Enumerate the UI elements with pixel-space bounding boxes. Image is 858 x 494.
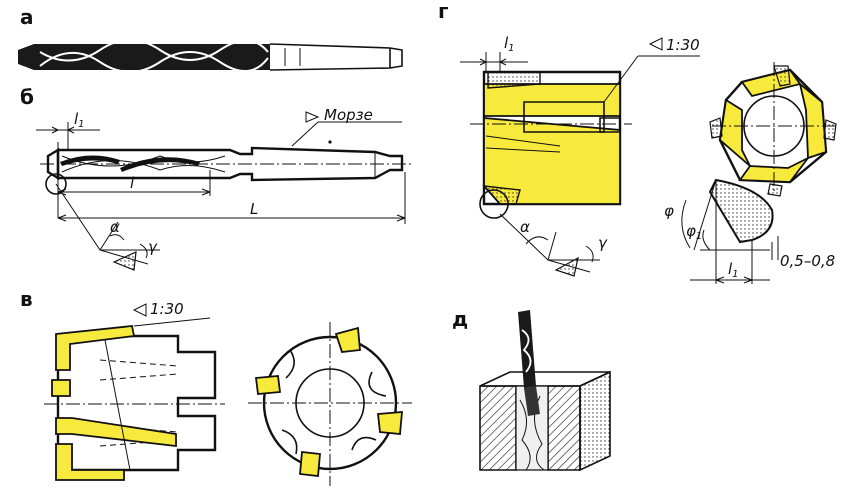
alpha-label: α	[110, 218, 120, 236]
panel-d-reamer	[518, 310, 540, 416]
panel-g-label: г	[438, 0, 448, 23]
gamma-label: γ	[148, 238, 158, 256]
panel-v-end-view	[248, 322, 412, 486]
panel-b-label: б	[20, 85, 34, 109]
panel-d-workpiece	[479, 370, 611, 472]
panel-g-alpha-label: α	[520, 218, 530, 236]
panel-d-label: д	[452, 307, 468, 331]
panel-v-side-view	[44, 303, 225, 481]
dim-L-label: L	[250, 200, 258, 218]
panel-g-l1-label: l1	[504, 34, 515, 54]
morse-taper-label: Морзе	[324, 106, 373, 124]
panel-g-tooth-detail	[681, 178, 779, 284]
panel-g-side-view	[460, 37, 700, 277]
panel-g-taper-label: 1:30	[666, 36, 700, 54]
range-label: 0,5–0,8	[780, 252, 835, 270]
panel-v-taper-label: 1:30	[150, 300, 184, 318]
panel-b-drawing	[36, 111, 412, 271]
panel-a-label: а	[20, 5, 34, 29]
dim-l1-label: l1	[74, 110, 85, 130]
phi1-label: φ1	[686, 222, 702, 242]
panel-g-l1b-label: l1	[728, 260, 739, 280]
panel-g-end-view	[709, 62, 837, 197]
panel-v-label: в	[20, 287, 33, 311]
phi-label: φ	[664, 202, 674, 220]
panel-g-gamma-label: γ	[598, 234, 608, 252]
dim-l-label: l	[130, 174, 135, 192]
panel-a-reamer	[18, 39, 403, 73]
